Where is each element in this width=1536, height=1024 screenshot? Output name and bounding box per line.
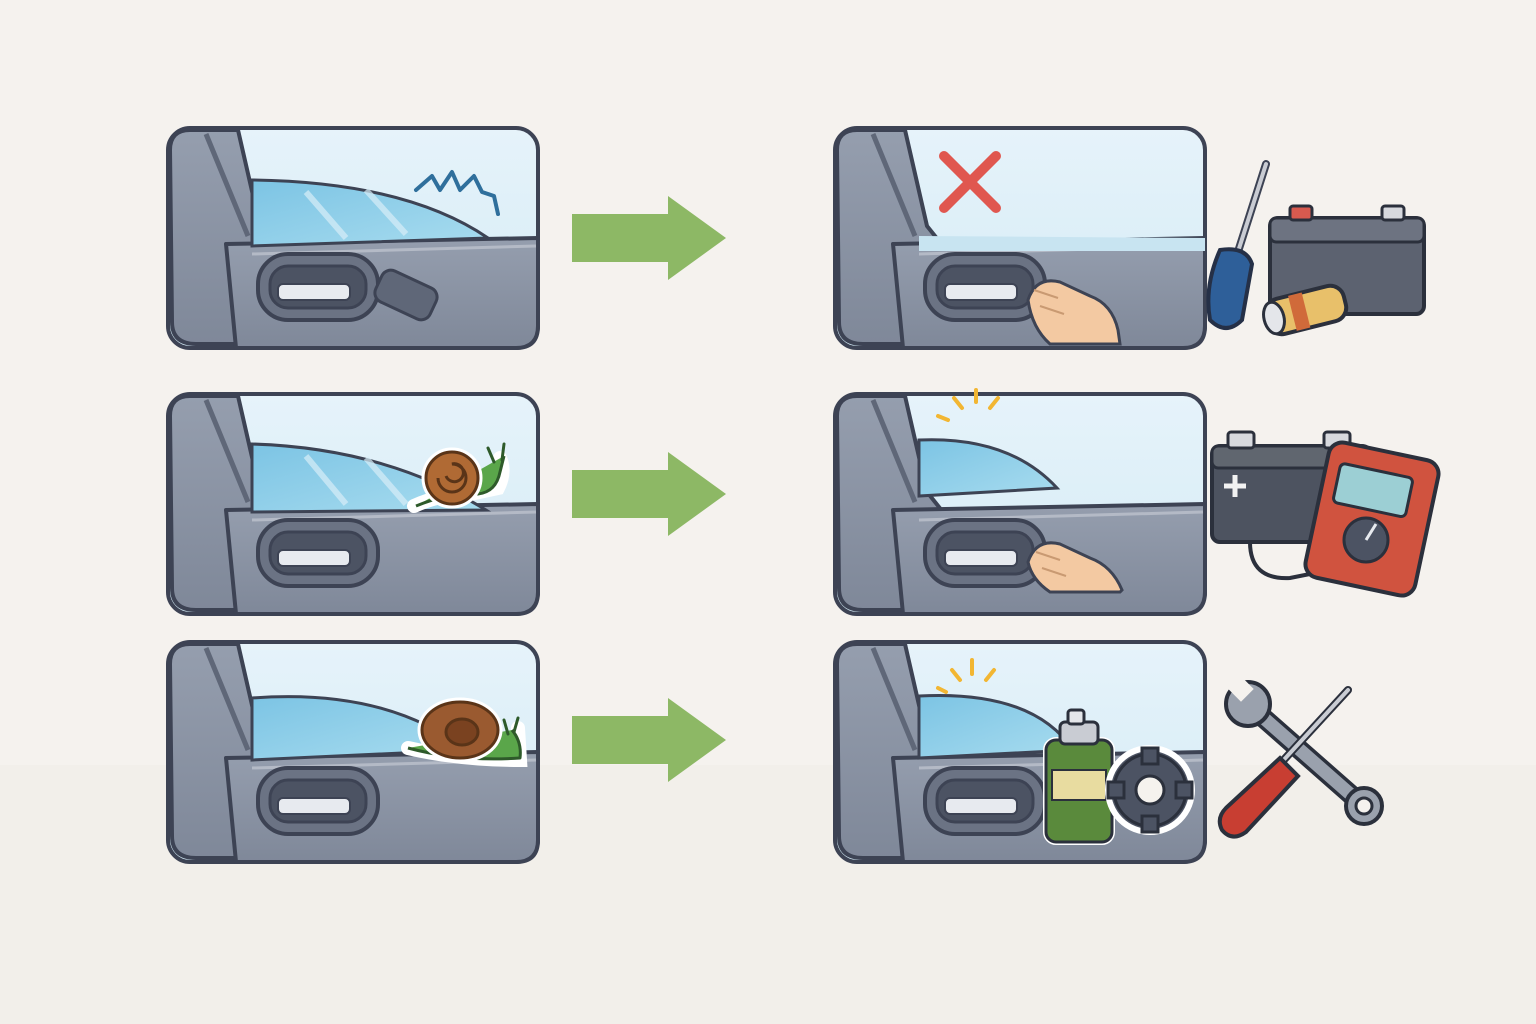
hand-icon [1026, 541, 1124, 594]
spark-icon [936, 658, 996, 694]
wrench-icon [1224, 676, 1384, 826]
spark-icon [936, 388, 1000, 422]
row-2-problem-door [168, 394, 538, 614]
fuse-icon [1262, 283, 1349, 337]
hand-icon [1026, 279, 1122, 346]
noise-zigzag-icon [414, 170, 500, 216]
multimeter-icon [1303, 440, 1441, 598]
row-2-arrow [572, 452, 726, 536]
row-1-fix-door [835, 128, 1205, 348]
row-2-fix-door [835, 394, 1205, 614]
large-snail-icon [401, 697, 528, 768]
row-1-problem-door [168, 128, 538, 348]
row-3-arrow [572, 698, 726, 782]
red-x-icon [939, 151, 1001, 213]
gear-icon [1105, 745, 1195, 835]
lubricant-spray-icon [1043, 708, 1115, 845]
snail-icon [407, 442, 510, 513]
screwdriver-icon [1217, 686, 1352, 839]
row-1-arrow [572, 196, 726, 280]
screwdriver-icon [1206, 160, 1270, 330]
